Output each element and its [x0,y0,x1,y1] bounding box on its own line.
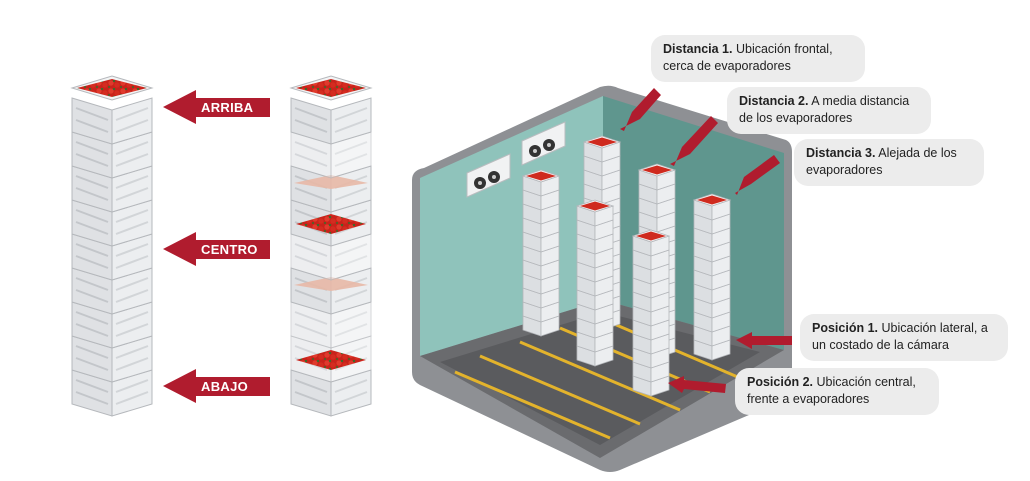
callout-distancia2-title: Distancia 2. [739,94,809,108]
room-crate-stack [692,193,732,361]
crate [71,97,153,145]
crate [71,301,153,349]
label-arriba: ARRIBA [201,100,254,115]
callout-arrows [620,88,792,393]
callout-distancia1-title: Distancia 1. [663,42,733,56]
crate [71,165,153,213]
callout-distancia2: Distancia 2. A media distancia de los ev… [727,87,931,134]
callout-distancia2-text: A media distancia de los evaporadores [739,94,910,125]
tomatoes [296,350,366,370]
tomatoes [296,79,366,97]
crate [71,131,153,179]
crate-translucent [290,233,372,281]
crate-translucent [290,131,372,179]
arrow-abajo [163,369,270,403]
crate [71,199,153,247]
room-crate-stack [575,199,615,367]
crate [71,369,153,417]
crate [71,267,153,315]
arrow-posicion1 [736,332,792,349]
arrow-posicion2 [668,376,726,393]
tomatoes [296,214,366,234]
callout-distancia1-text: Ubicación frontal, cerca de evaporadores [663,42,833,73]
evaporator-unit-1 [466,153,511,198]
arrow-distancia3 [735,155,780,195]
callout-posicion2-text: Ubicación central, frente a evaporadores [747,375,916,406]
room-crate-stacks [521,135,732,397]
callout-posicion1-title: Posición 1. [812,321,878,335]
callout-distancia3-text: Alejada de los evaporadores [806,146,957,177]
crate [71,233,153,281]
callout-distancia1: Distancia 1. Ubicación frontal, cerca de… [651,35,865,82]
callout-distancia3: Distancia 3. Alejada de los evaporadores [794,139,984,186]
evaporator-unit-2 [521,121,566,166]
crate-translucent [290,301,372,349]
crate-empty [290,267,372,315]
callout-distancia3-title: Distancia 3. [806,146,876,160]
label-abajo: ABAJO [201,379,249,394]
room-crate-stack [631,229,671,397]
arrow-arriba [163,90,270,124]
crate-stack-mixed [289,75,373,417]
arrow-centro [163,232,270,266]
crate [290,369,372,417]
crate-stack-left [70,75,154,417]
callout-posicion1: Posición 1. Ubicación lateral, a un cost… [800,314,1008,361]
tomatoes [77,79,147,97]
callout-posicion2: Posición 2. Ubicación central, frente a … [735,368,939,415]
cold-room [412,85,792,472]
arrow-distancia2 [670,116,718,166]
callout-posicion1-text: Ubicación lateral, a un costado de la cá… [812,321,988,352]
callout-posicion2-title: Posición 2. [747,375,813,389]
label-centro: CENTRO [201,242,258,257]
crate [290,97,372,145]
room-crate-stack [521,169,561,337]
arrow-distancia1 [620,88,661,131]
